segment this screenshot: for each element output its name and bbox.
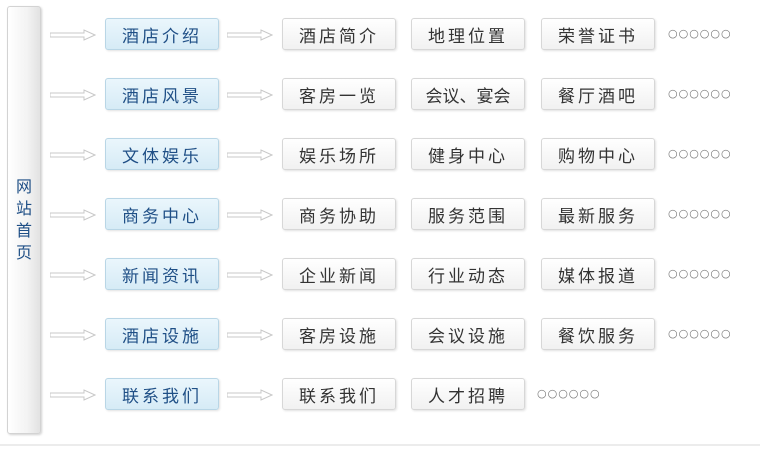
nav-row: 酒店风景 客房一览会议、宴会餐厅酒吧 ○○○○○○ (0, 78, 760, 112)
more-dots[interactable]: ○○○○○○ (668, 27, 732, 40)
arrow-right-icon (227, 269, 273, 281)
nav-row: 联系我们联系我们人才招聘○○○○○○ (0, 378, 760, 412)
arrow-right-icon (227, 209, 273, 221)
arrow-right-icon (50, 329, 96, 341)
subnav-link[interactable]: 会议设施 (411, 318, 525, 350)
subnav-link[interactable]: 企业新闻 (282, 258, 396, 290)
subnav-link[interactable]: 餐厅酒吧 (541, 78, 655, 110)
category-link[interactable]: 酒店介绍 (105, 18, 219, 50)
category-link[interactable]: 联系我们 (105, 378, 219, 410)
home-label: 网站首页 (15, 177, 32, 262)
nav-row: 文体娱乐 娱乐场所健身中心购物中心 ○○○○○○ (0, 138, 760, 172)
more-dots[interactable]: ○○○○○○ (668, 267, 732, 280)
arrow-right-icon (50, 29, 96, 41)
subnav-link[interactable]: 客房设施 (282, 318, 396, 350)
nav-row: 酒店设施 客房设施会议设施餐饮服务 ○○○○○○ (0, 318, 760, 352)
subnav-link[interactable]: 酒店简介 (282, 18, 396, 50)
subnav-link[interactable]: 娱乐场所 (282, 138, 396, 170)
subnav-link[interactable]: 客房一览 (282, 78, 396, 110)
arrow-right-icon (50, 389, 96, 401)
arrow-right-icon (227, 89, 273, 101)
category-link[interactable]: 商务中心 (105, 198, 219, 230)
subnav-link[interactable]: 健身中心 (411, 138, 525, 170)
home-button[interactable]: 网站首页 (7, 6, 41, 434)
subnav-link[interactable]: 人才招聘 (411, 378, 525, 410)
category-link[interactable]: 新闻资讯 (105, 258, 219, 290)
category-link[interactable]: 文体娱乐 (105, 138, 219, 170)
arrow-right-icon (227, 389, 273, 401)
arrow-right-icon (227, 29, 273, 41)
nav-row: 酒店介绍 酒店简介地理位置荣誉证书 ○○○○○○ (0, 18, 760, 52)
subnav-link[interactable]: 商务协助 (282, 198, 396, 230)
divider (0, 444, 760, 446)
category-link[interactable]: 酒店设施 (105, 318, 219, 350)
arrow-right-icon (227, 329, 273, 341)
arrow-right-icon (50, 269, 96, 281)
subnav-link[interactable]: 会议、宴会 (411, 78, 525, 110)
nav-row: 新闻资讯 企业新闻行业动态媒体报道 ○○○○○○ (0, 258, 760, 292)
subnav-link[interactable]: 荣誉证书 (541, 18, 655, 50)
subnav-link[interactable]: 服务范围 (411, 198, 525, 230)
more-dots[interactable]: ○○○○○○ (668, 207, 732, 220)
more-dots[interactable]: ○○○○○○ (668, 147, 732, 160)
more-dots[interactable]: ○○○○○○ (668, 327, 732, 340)
arrow-right-icon (227, 149, 273, 161)
subnav-link[interactable]: 媒体报道 (541, 258, 655, 290)
subnav-link[interactable]: 联系我们 (282, 378, 396, 410)
arrow-right-icon (50, 209, 96, 221)
subnav-link[interactable]: 行业动态 (411, 258, 525, 290)
subnav-link[interactable]: 最新服务 (541, 198, 655, 230)
arrow-right-icon (50, 149, 96, 161)
more-dots[interactable]: ○○○○○○ (537, 387, 601, 400)
arrow-right-icon (50, 89, 96, 101)
category-link[interactable]: 酒店风景 (105, 78, 219, 110)
subnav-link[interactable]: 购物中心 (541, 138, 655, 170)
subnav-link[interactable]: 地理位置 (411, 18, 525, 50)
nav-row: 商务中心 商务协助服务范围最新服务 ○○○○○○ (0, 198, 760, 232)
more-dots[interactable]: ○○○○○○ (668, 87, 732, 100)
subnav-link[interactable]: 餐饮服务 (541, 318, 655, 350)
